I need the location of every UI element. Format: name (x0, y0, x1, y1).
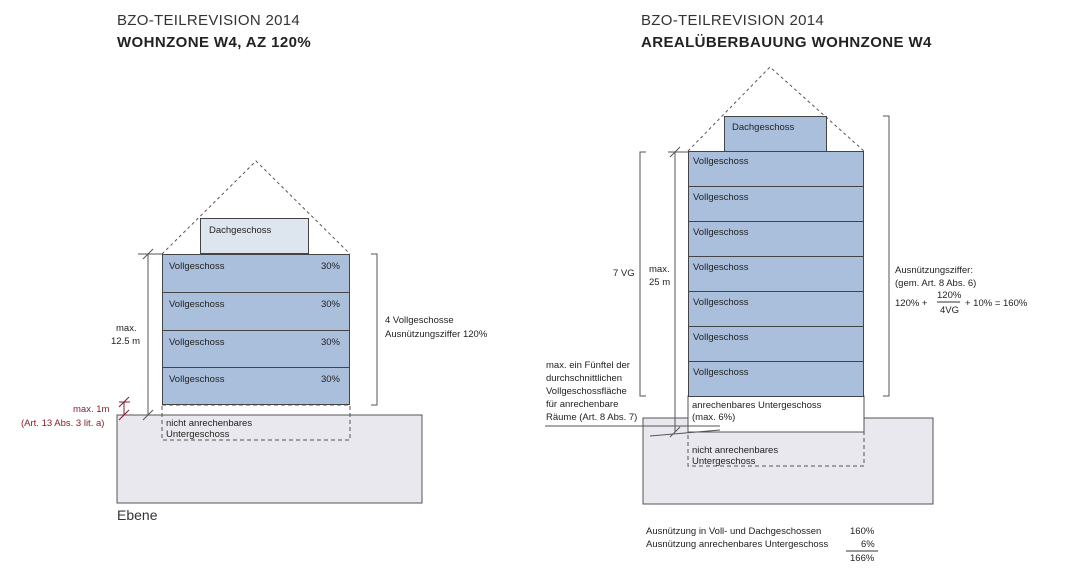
right-fifth-note-5: Räume (Art. 8 Abs. 7) (546, 412, 638, 423)
right-basement-label-2: Untergeschoss (692, 456, 756, 467)
formula-numerator: 120% (937, 290, 962, 301)
right-floor-7: Vollgeschoss (688, 361, 864, 397)
left-summary-1: 4 Vollgeschosse (385, 315, 454, 326)
right-fifth-note-2: durchschnittlichen (546, 373, 623, 384)
left-floor-4: Vollgeschoss 30% (162, 367, 350, 405)
right-floor-6-label: Vollgeschoss (693, 332, 749, 343)
right-fifth-note-3: Vollgeschossfläche (546, 386, 627, 397)
sum2-label: Ausnützung anrechenbares Untergeschoss (646, 539, 829, 550)
left-roof-floor: Dachgeschoss (200, 218, 309, 254)
formula-part-a: 120% + (895, 298, 928, 309)
right-fifth-note-1: max. ein Fünftel der (546, 360, 630, 371)
left-floor-3-label: Vollgeschoss (169, 337, 225, 348)
right-vg-label: 7 VG (613, 268, 635, 279)
left-floor-2-pct: 30% (320, 299, 340, 310)
left-summary-bracket (371, 253, 378, 406)
right-floor-4: Vollgeschoss (688, 256, 864, 292)
right-az-label-1: Ausnützungsziffer: (895, 265, 973, 276)
left-floor-1-pct: 30% (320, 261, 340, 272)
right-subtitle: BZO-TEILREVISION 2014 (641, 12, 825, 29)
right-fifth-note-4: für anrechenbare (546, 399, 619, 410)
right-height-label-1: max. (649, 264, 670, 275)
left-basement-label-1: nicht anrechenbares (166, 418, 253, 429)
sum1-value: 160% (850, 526, 875, 537)
left-floor-2: Vollgeschoss 30% (162, 292, 350, 331)
right-az-label-2: (gem. Art. 8 Abs. 6) (895, 278, 977, 289)
right-anrechenbar-label-1: anrechenbares Untergeschoss (692, 400, 822, 411)
left-floor-4-label: Vollgeschoss (169, 374, 225, 385)
formula-part-b: + 10% = 160% (965, 298, 1028, 309)
left-floor-1-label: Vollgeschoss (169, 261, 225, 272)
right-floor-7-label: Vollgeschoss (693, 367, 749, 378)
left-basement-outline (161, 404, 351, 441)
right-floor-4-label: Vollgeschoss (693, 262, 749, 273)
left-floor-3: Vollgeschoss 30% (162, 330, 350, 368)
left-basement-label-2: Untergeschoss (166, 429, 230, 440)
left-floor-1: Vollgeschoss 30% (162, 254, 350, 293)
formula-denominator: 4VG (940, 305, 960, 316)
sum-total-value: 166% (850, 553, 875, 564)
left-height-label-2: 12.5 m (111, 336, 141, 347)
left-ground-label: Ebene (117, 507, 158, 523)
left-summary-2: Ausnützungsziffer 120% (385, 329, 488, 340)
left-roof-label: Dachgeschoss (209, 225, 272, 236)
sum1-label: Ausnützung in Voll- und Dachgeschossen (646, 526, 822, 537)
left-height-label-1: max. (116, 323, 137, 334)
right-floor-2: Vollgeschoss (688, 186, 864, 222)
right-floor-3-label: Vollgeschoss (693, 227, 749, 238)
right-floor-6: Vollgeschoss (688, 326, 864, 362)
right-az-bracket (883, 115, 890, 397)
right-floor-1-label: Vollgeschoss (693, 156, 749, 167)
left-floor-4-pct: 30% (320, 374, 340, 385)
right-roof-floor: Dachgeschoss (724, 116, 827, 152)
left-subtitle: BZO-TEILREVISION 2014 (117, 12, 301, 29)
right-roof-label: Dachgeschoss (732, 122, 795, 133)
right-basement-label-1: nicht anrechenbares (692, 445, 779, 456)
sum2-value: 6% (861, 539, 875, 550)
left-floor-3-pct: 30% (320, 337, 340, 348)
left-art13-label: (Art. 13 Abs. 3 lit. a) (21, 418, 105, 429)
right-floor-5-label: Vollgeschoss (693, 297, 749, 308)
right-floor-5: Vollgeschoss (688, 291, 864, 327)
left-title: WOHNZONE W4, AZ 120% (117, 34, 312, 51)
left-ground (116, 414, 423, 504)
left-roof-outline (161, 160, 351, 255)
right-floor-3: Vollgeschoss (688, 221, 864, 257)
right-anrechenbar-label-2: (max. 6%) (692, 412, 736, 423)
right-vg-bracket (639, 151, 646, 397)
left-max1m-label: max. 1m (73, 404, 110, 415)
right-title: AREALÜBERBAUUNG WOHNZONE W4 (641, 34, 932, 51)
right-basement-outline (687, 431, 865, 467)
left-floor-2-label: Vollgeschoss (169, 299, 225, 310)
right-floor-2-label: Vollgeschoss (693, 192, 749, 203)
right-height-label-2: 25 m (649, 277, 671, 288)
right-floor-1: Vollgeschoss (688, 151, 864, 187)
